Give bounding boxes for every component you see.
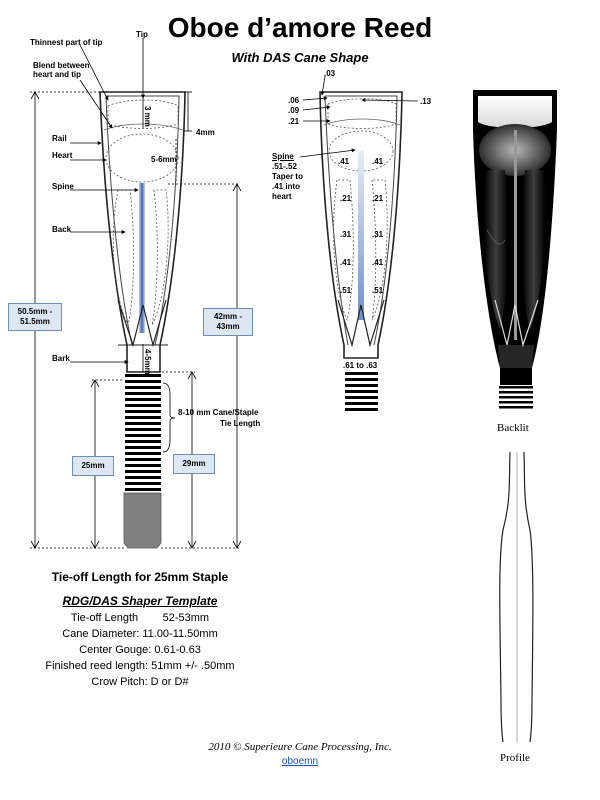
box-staple-29: 29mm — [173, 454, 215, 474]
label-tie-length-1: 8-10 mm Cane/Staple — [178, 408, 259, 417]
thread-stripe — [125, 398, 161, 401]
thread-stripe — [125, 464, 161, 467]
spec-line-4: Finished reed length: 51mm +/- .50mm — [45, 660, 235, 672]
box-total-length-line1: 50.5mm - — [17, 307, 53, 316]
mid-r4-left: .41 — [340, 258, 352, 267]
mid-r1-left: .41 — [338, 157, 350, 166]
thread-stripe — [345, 402, 378, 405]
label-rail: Rail — [52, 134, 67, 143]
backlit-thread-binding — [499, 386, 533, 409]
mid-r3-right: .31 — [372, 230, 384, 239]
spec-line-2: Cane Diameter: 11.00-11.50mm — [62, 628, 218, 640]
label-tie-length-2: Tie Length — [220, 419, 261, 428]
dim-3mm: 3 mm — [143, 106, 152, 127]
mid-spine-line3: .41 into — [272, 182, 301, 191]
box-total-length: 50.5mm - 51.5mm — [8, 303, 62, 331]
mid-r4-right: .41 — [372, 258, 384, 267]
tie-off-title: Tie-off Length for 25mm Staple — [51, 570, 229, 584]
mid-r3-left: .31 — [340, 230, 352, 239]
thread-stripe — [499, 391, 533, 394]
mid-spine-line1: .51-.52 — [272, 162, 297, 171]
thread-stripe — [125, 410, 161, 413]
label-thinnest-tip: Thinnest part of tip — [30, 38, 103, 47]
label-heart: Heart — [52, 151, 73, 160]
thread-stripe — [499, 401, 533, 404]
box-staple-25: 25mm — [72, 456, 114, 476]
label-blend-1: Blend between — [33, 61, 90, 70]
mid-r2-right: .21 — [372, 194, 384, 203]
mid-21: .21 — [288, 117, 300, 126]
page-subtitle: With DAS Cane Shape — [231, 50, 369, 65]
thread-stripe — [125, 386, 161, 389]
spec-line-5: Crow Pitch: D or D# — [91, 676, 189, 688]
middle-thread-binding — [345, 372, 378, 411]
mid-r5-right: .51 — [372, 286, 384, 295]
mid-13: .13 — [420, 97, 432, 106]
middle-annotation-lines — [299, 75, 419, 158]
thread-stripe — [125, 482, 161, 485]
mid-r5-left: .51 — [340, 286, 352, 295]
thread-stripe — [125, 380, 161, 383]
thread-stripe — [125, 458, 161, 461]
thread-stripe — [125, 476, 161, 479]
thread-stripe — [345, 378, 378, 381]
mid-r2-left: .21 — [340, 194, 352, 203]
caption-profile: Profile — [500, 752, 530, 764]
middle-reed — [319, 91, 403, 359]
thread-stripe — [499, 396, 533, 399]
oboemn-link[interactable]: oboemn — [281, 756, 319, 767]
thread-stripe — [125, 428, 161, 431]
thread-stripe — [125, 404, 161, 407]
dim-4-5mm: 4-5mm — [143, 349, 152, 375]
thread-stripe — [499, 406, 533, 409]
label-bark: Bark — [52, 354, 70, 363]
box-total-length-line2: 51.5mm — [20, 317, 50, 326]
caption-backlit: Backlit — [497, 422, 529, 434]
mid-06: .06 — [288, 96, 300, 105]
spec-line-1: Tie-off Length 52-53mm — [70, 612, 210, 624]
thread-stripe — [125, 440, 161, 443]
label-blend-2: heart and tip — [33, 70, 82, 79]
dim-5-6mm: 5-6mm — [151, 155, 177, 164]
thread-stripe — [345, 372, 378, 375]
thread-stripe — [345, 408, 378, 411]
mid-spine-line4: heart — [272, 192, 292, 201]
thread-stripe — [345, 396, 378, 399]
box-cane-length-line2: 43mm — [216, 322, 240, 331]
profile-drawing — [499, 451, 534, 743]
box-cane-length-line1: 42mm - — [213, 312, 242, 321]
left-staple — [123, 492, 162, 549]
thread-stripe — [125, 446, 161, 449]
thread-stripe — [125, 416, 161, 419]
thread-stripe — [499, 386, 533, 389]
thread-stripe — [125, 470, 161, 473]
left-reed — [99, 91, 186, 373]
mid-03: .03 — [324, 69, 336, 78]
thread-stripe — [125, 452, 161, 455]
mid-09: .09 — [288, 106, 300, 115]
thread-stripe — [125, 422, 161, 425]
mid-spine-title: Spine — [272, 152, 294, 161]
spec-line-3: Center Gouge: 0.61-0.63 — [79, 644, 201, 656]
thread-stripe — [345, 384, 378, 387]
mid-r1-right: .41 — [372, 157, 384, 166]
label-back: Back — [52, 225, 72, 234]
box-cane-length: 42mm - 43mm — [203, 308, 253, 336]
template-title: RDG/DAS Shaper Template — [62, 594, 218, 608]
dim-4mm: 4mm — [196, 128, 215, 137]
page-title: Oboe d’amore Reed — [167, 12, 433, 43]
thread-stripe — [125, 488, 161, 491]
thread-stripe — [125, 374, 161, 377]
copyright: 2010 © Superieure Cane Processing, Inc. — [208, 741, 392, 753]
mid-bottom: .61 to .63 — [343, 361, 378, 370]
thread-stripe — [125, 434, 161, 437]
thread-stripe — [125, 392, 161, 395]
thread-stripe — [345, 390, 378, 393]
left-thread-binding — [125, 374, 161, 491]
mid-spine-line2: Taper to — [272, 172, 303, 181]
label-spine: Spine — [52, 182, 74, 191]
backlit-reed-image — [473, 90, 557, 385]
label-tip: Tip — [136, 30, 148, 39]
